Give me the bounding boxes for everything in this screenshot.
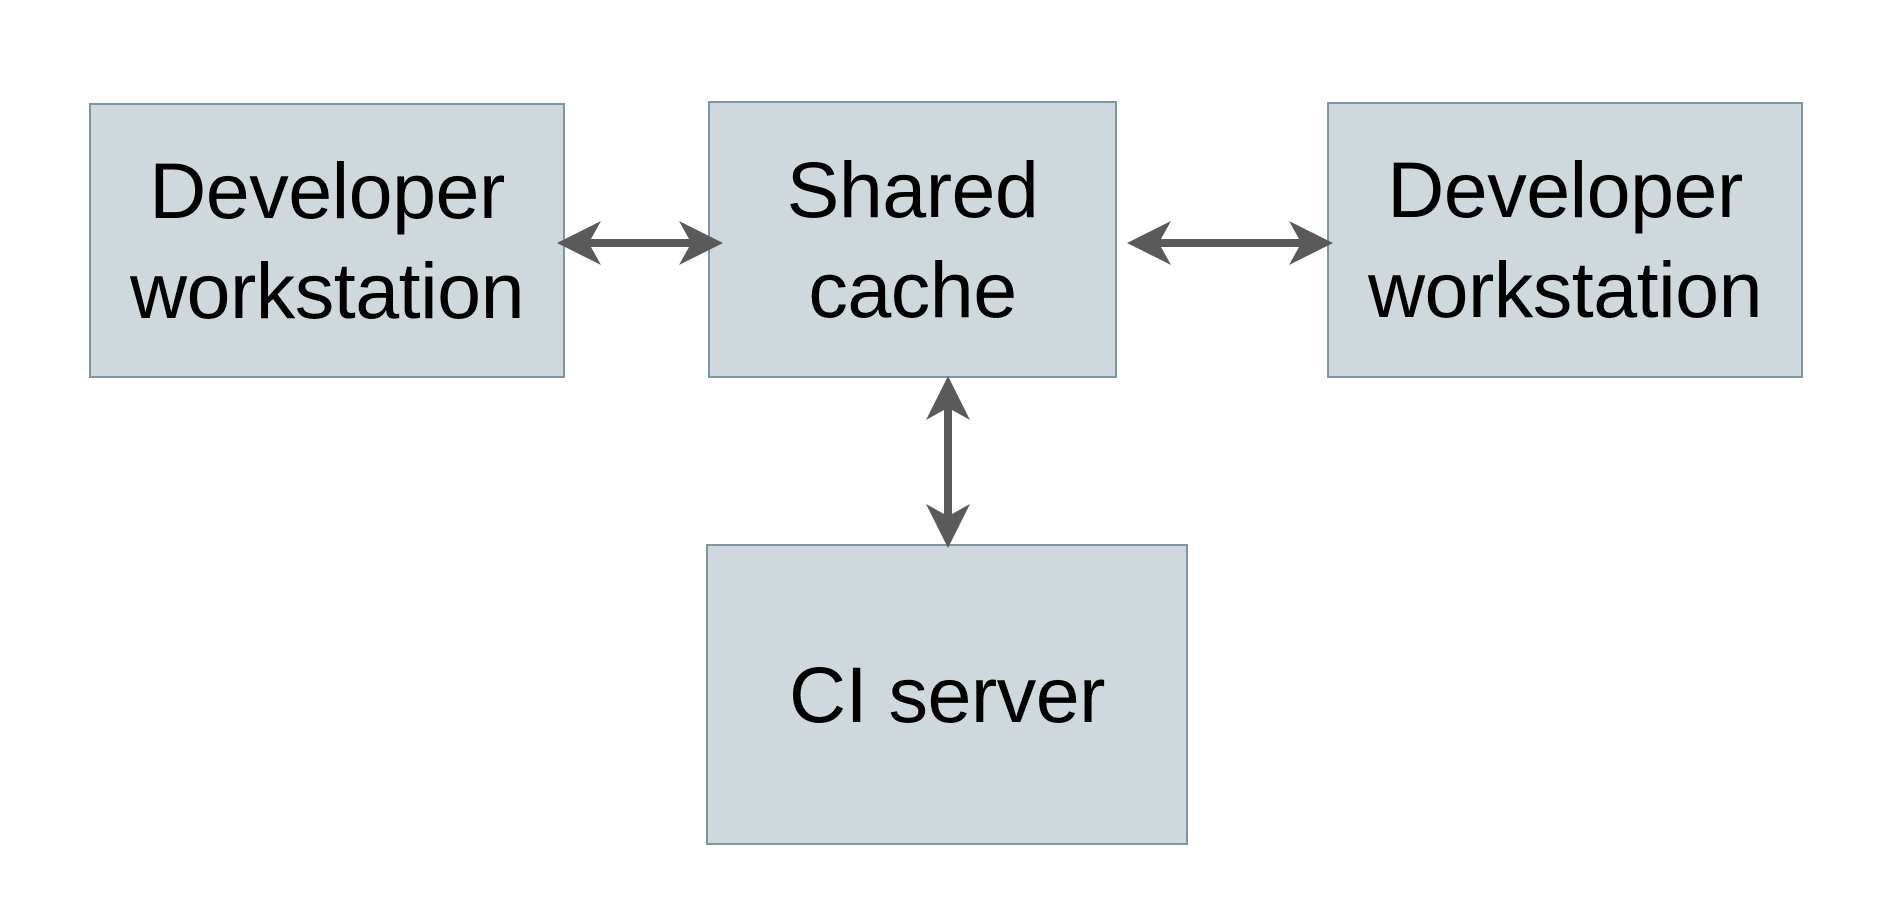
edge-shared-cache-to-ci-server[interactable]	[900, 370, 996, 552]
edge-shaft	[585, 239, 695, 247]
edge-shared-cache-to-developer-right[interactable]	[1110, 195, 1335, 291]
node-developer-workstation-left[interactable]: Developer workstation	[89, 103, 565, 378]
arrowhead-up-icon	[926, 376, 970, 422]
node-label: Developer workstation	[1367, 145, 1763, 334]
arrowhead-left-icon	[1127, 221, 1173, 265]
edge-shaft	[944, 400, 952, 524]
arrowhead-down-icon	[926, 502, 970, 548]
node-label: CI server	[789, 649, 1105, 739]
edge-shaft	[1155, 239, 1290, 247]
node-ci-server[interactable]: CI server	[706, 544, 1188, 845]
edge-developer-left-to-shared-cache[interactable]	[555, 195, 725, 291]
arrowhead-right-icon	[1287, 221, 1333, 265]
node-label: Shared cache	[786, 144, 1039, 334]
node-shared-cache[interactable]: Shared cache	[708, 101, 1117, 378]
arrowhead-left-icon	[557, 221, 603, 265]
node-developer-workstation-right[interactable]: Developer workstation	[1327, 102, 1803, 378]
arrowhead-right-icon	[677, 221, 723, 265]
node-label: Developer workstation	[129, 145, 525, 335]
